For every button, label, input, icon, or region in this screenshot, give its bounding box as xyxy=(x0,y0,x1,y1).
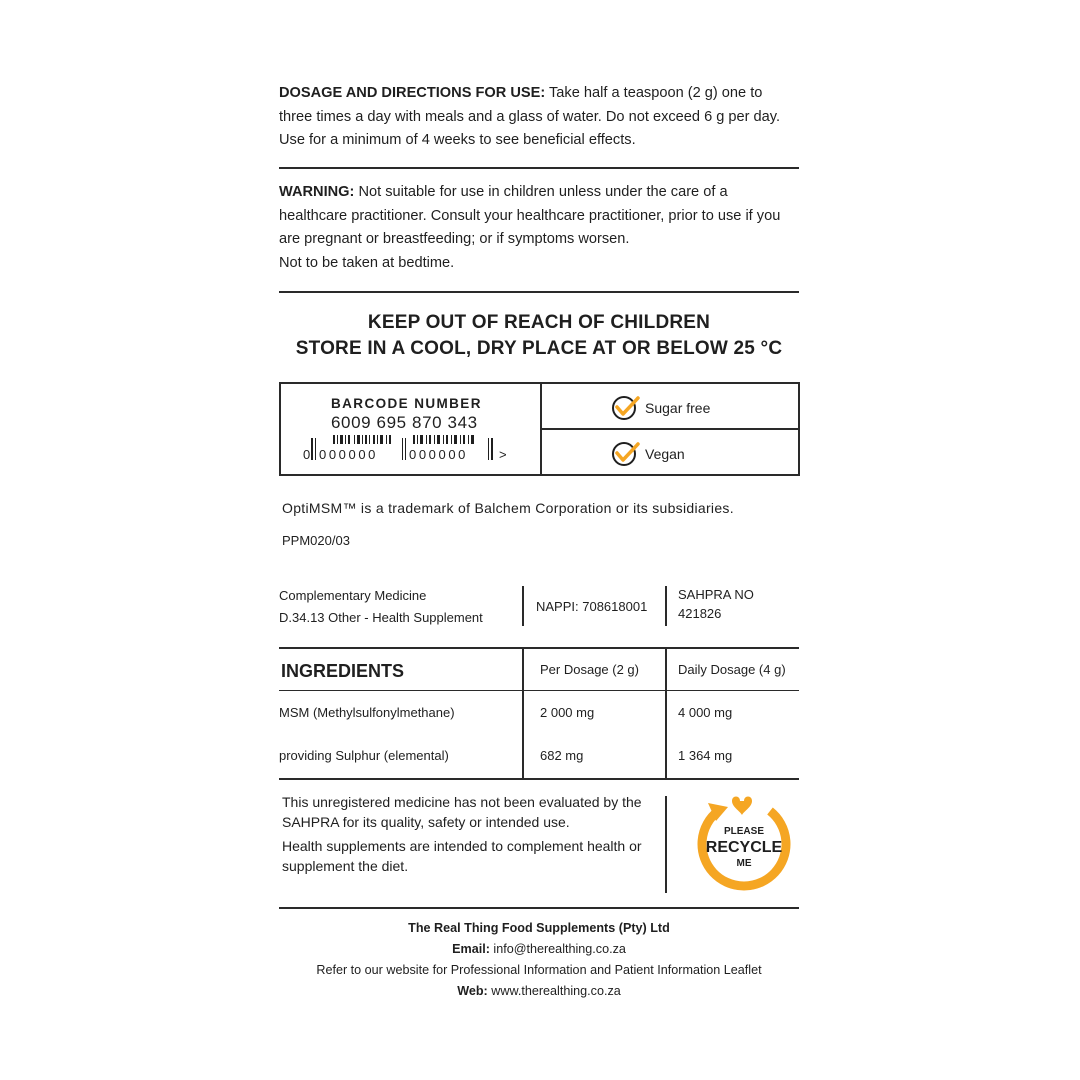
divider xyxy=(279,690,799,691)
footer: The Real Thing Food Supplements (Pty) Lt… xyxy=(279,918,799,1002)
email-label: Email: xyxy=(452,942,490,956)
ingredients-heading: INGREDIENTS xyxy=(281,661,405,681)
warning-bedtime: Not to be taken at bedtime. xyxy=(279,254,455,271)
divider xyxy=(522,586,524,626)
daily-dosage-value: 1 364 mg xyxy=(678,748,733,763)
divider xyxy=(665,796,667,893)
ingredient-name: MSM (Methylsulfonylmethane) xyxy=(279,705,455,720)
classification-line-2: D.34.13 Other - Health Supplement xyxy=(279,610,483,625)
divider xyxy=(665,649,667,779)
company-name: The Real Thing Food Supplements (Pty) Lt… xyxy=(408,921,670,935)
web-link[interactable]: www.therealthing.co.za xyxy=(487,984,621,998)
vegan-label: Vegan xyxy=(645,446,685,462)
barcode-title: BARCODE NUMBER xyxy=(331,396,482,411)
web-line: Web: www.therealthing.co.za xyxy=(279,981,799,1002)
ingredient-name: providing Sulphur (elemental) xyxy=(279,748,449,763)
barcode-badge-box: BARCODE NUMBER 6009 695 870 343 0 000000… xyxy=(279,382,800,476)
recycle-icon xyxy=(697,796,791,891)
email-link[interactable]: info@therealthing.co.za xyxy=(489,942,626,956)
per-dosage-value: 682 mg xyxy=(540,748,584,763)
dosage-heading: DOSAGE AND DIRECTIONS FOR USE: xyxy=(279,85,546,101)
divider xyxy=(665,586,667,626)
warning-text: WARNING: Not suitable for use in childre… xyxy=(279,181,799,252)
divider xyxy=(279,291,799,293)
disclaimer: This unregistered medicine has not been … xyxy=(282,792,652,876)
sugar-free-badge: Sugar free xyxy=(611,395,710,421)
divider xyxy=(279,778,799,780)
trademark-notice: OptiMSM™ is a trademark of Balchem Corpo… xyxy=(282,500,734,516)
disclaimer-p2: Health supplements are intended to compl… xyxy=(282,838,642,874)
svg-text:0: 0 xyxy=(303,447,310,462)
storage-line-2: STORE IN A COOL, DRY PLACE AT OR BELOW 2… xyxy=(295,338,783,359)
per-dosage-value: 2 000 mg xyxy=(540,705,595,720)
sahpra: SAHPRA NO 421826 xyxy=(678,585,754,623)
product-code: PPM020/03 xyxy=(282,533,350,548)
barcode-number: 6009 695 870 343 xyxy=(331,413,478,432)
box-divider-horizontal xyxy=(542,428,798,430)
svg-text:000000: 000000 xyxy=(319,447,378,462)
sahpra-number: 421826 xyxy=(678,606,722,621)
svg-text:000000: 000000 xyxy=(409,447,468,462)
refer-line: Refer to our website for Professional In… xyxy=(316,963,762,977)
daily-dosage-value: 4 000 mg xyxy=(678,705,733,720)
divider xyxy=(279,167,799,169)
email-line: Email: info@therealthing.co.za xyxy=(279,939,799,960)
dosage-body: Take half a teaspoon (2 g) one to three … xyxy=(279,85,781,148)
daily-dosage-header: Daily Dosage (4 g) xyxy=(678,662,786,677)
warning-body: Not suitable for use in children unless … xyxy=(279,184,781,247)
divider xyxy=(279,647,799,649)
recycle-line-2: RECYCLE xyxy=(705,839,783,856)
warning-section: WARNING: Not suitable for use in childre… xyxy=(279,181,799,275)
dosage-text: DOSAGE AND DIRECTIONS FOR USE: Take half… xyxy=(279,82,799,153)
recycle-badge: PLEASE RECYCLE ME xyxy=(688,795,800,895)
disclaimer-p1: This unregistered medicine has not been … xyxy=(282,794,642,830)
checkmark-icon xyxy=(612,396,640,420)
checkmark-icon xyxy=(612,442,640,466)
storage-line-1: KEEP OUT OF REACH OF CHILDREN xyxy=(367,312,711,333)
recycle-text: PLEASE RECYCLE ME xyxy=(688,825,800,871)
classification-line-1: Complementary Medicine xyxy=(279,588,427,603)
box-divider-vertical xyxy=(540,384,542,474)
recycle-line-1: PLEASE xyxy=(723,826,764,837)
svg-text:>: > xyxy=(499,447,507,462)
classification: Complementary Medicine D.34.13 Other - H… xyxy=(279,585,483,629)
divider xyxy=(279,907,799,909)
web-label: Web: xyxy=(457,984,488,998)
storage-warning: KEEP OUT OF REACH OF CHILDREN STORE IN A… xyxy=(279,310,799,362)
nappi-code: NAPPI: 708618001 xyxy=(536,599,648,614)
sahpra-label: SAHPRA NO xyxy=(678,587,754,602)
warning-heading: WARNING: xyxy=(279,184,355,200)
recycle-line-3: ME xyxy=(736,858,752,869)
per-dosage-header: Per Dosage (2 g) xyxy=(540,662,639,677)
divider xyxy=(522,649,524,779)
barcode-icon: 0 000000 000000 > xyxy=(303,435,507,462)
sugar-free-label: Sugar free xyxy=(645,400,711,416)
vegan-badge: Vegan xyxy=(611,441,685,467)
